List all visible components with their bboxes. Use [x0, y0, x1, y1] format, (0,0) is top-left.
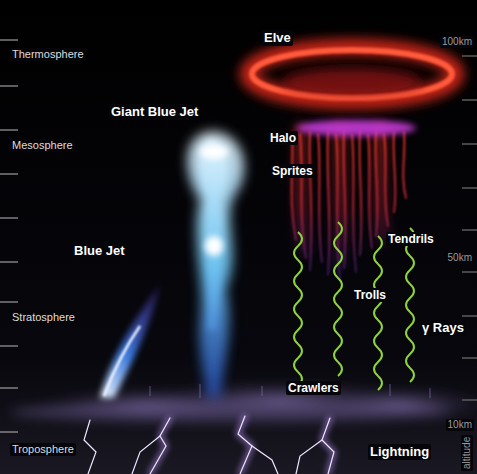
sprite-streaks	[292, 128, 406, 280]
gamma-ray-waves	[294, 222, 414, 390]
layer-name: Troposphere	[10, 443, 76, 456]
giant-blue-jet	[187, 132, 244, 398]
altitude-mark: 10km	[446, 419, 474, 431]
phenomenon-name: Elve	[262, 30, 293, 46]
layer-name: Mesosphere	[10, 139, 75, 152]
phenomenon-name: Lightning	[368, 444, 431, 460]
phenomenon-name: Crawlers	[286, 381, 341, 395]
phenomenon-name: Giant Blue Jet	[109, 104, 200, 120]
phenomenon-name: Trolls	[352, 288, 388, 302]
phenomenon-name: Blue Jet	[72, 243, 127, 259]
altitude-mark: 100km	[440, 36, 474, 48]
phenomenon-name: Sprites	[270, 164, 315, 178]
phenomenon-name: Tendrils	[386, 232, 436, 246]
layer-name: Thermosphere	[10, 48, 86, 61]
layer-name: Stratosphere	[10, 311, 77, 324]
phenomenon-name: Halo	[268, 131, 298, 145]
elve-ring	[248, 47, 456, 101]
left-scale-ticks	[0, 40, 18, 432]
right-scale-ticks	[462, 56, 477, 400]
phenomenon-name: γ Rays	[420, 320, 466, 336]
blue-jet	[100, 284, 160, 398]
axis-title: altitude	[461, 435, 473, 471]
lightning-bolts	[84, 416, 334, 474]
halo-glow	[296, 120, 416, 136]
altitude-mark: 50km	[446, 252, 474, 264]
